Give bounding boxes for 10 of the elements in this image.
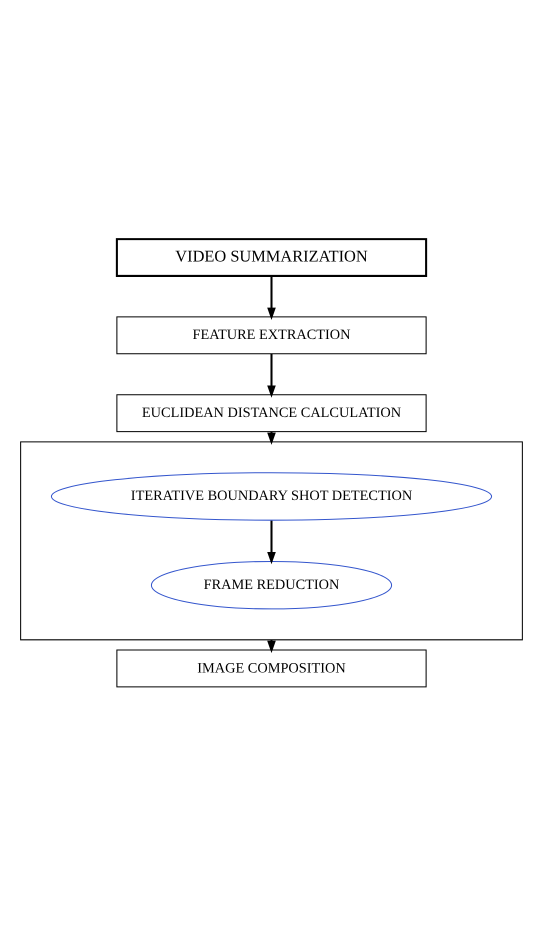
node-ellipse: FRAME REDUCTION xyxy=(150,560,392,610)
node-box: IMAGE COMPOSITION xyxy=(116,650,427,688)
arrow xyxy=(267,354,276,398)
node-box: FEATURE EXTRACTION xyxy=(116,316,427,354)
cluster xyxy=(20,441,523,640)
node-box: VIDEO SUMMARIZATION xyxy=(116,238,428,277)
node-box: EUCLIDEAN DISTANCE CALCULATION xyxy=(116,394,427,432)
arrow xyxy=(267,276,276,320)
node-ellipse: ITERATIVE BOUNDARY SHOT DETECTION xyxy=(50,472,492,521)
arrow xyxy=(267,520,276,564)
